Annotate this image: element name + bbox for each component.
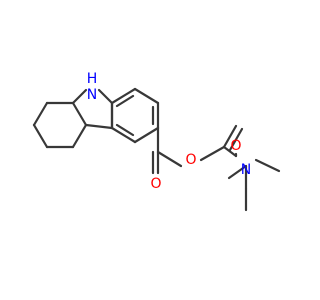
- atom-labels: N H O O O N: [87, 71, 252, 192]
- bond: [115, 123, 135, 137]
- bond: [32, 101, 49, 127]
- bond: [222, 145, 238, 158]
- bond: [71, 101, 88, 127]
- bond: [133, 126, 160, 144]
- bond: [110, 126, 137, 144]
- bond: [228, 127, 244, 152]
- structure-drawing: N H O O O N: [32, 71, 281, 212]
- bond: [156, 150, 183, 168]
- molecule-diagram: N H O O O N: [32, 71, 281, 212]
- bond: [115, 94, 135, 108]
- bond: [222, 124, 238, 149]
- bond: [254, 158, 281, 173]
- bond: [71, 88, 88, 105]
- ester-oxygen-label: O: [185, 152, 196, 168]
- bond: [97, 88, 114, 105]
- bond: [32, 123, 49, 149]
- bonds: [32, 87, 281, 212]
- bond: [84, 123, 114, 130]
- amide-nitrogen-label: N: [241, 162, 251, 178]
- nh-h-label: H: [87, 71, 98, 87]
- amide-oxygen-label: O: [230, 138, 241, 154]
- bond: [110, 87, 137, 105]
- bond: [71, 123, 88, 149]
- ester-carbonyl-oxygen-label: O: [150, 176, 161, 192]
- bond: [199, 145, 226, 162]
- bond: [133, 87, 160, 105]
- bond: [227, 164, 248, 180]
- nh-label: N: [87, 87, 97, 103]
